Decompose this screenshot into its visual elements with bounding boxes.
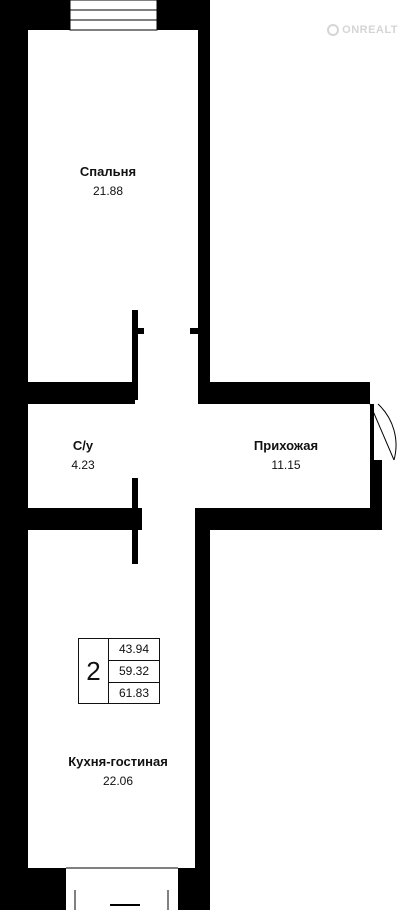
wall-hall-top	[198, 382, 370, 404]
wall-bottom-right	[178, 868, 210, 910]
room-area: 21.88	[92, 184, 124, 198]
wall-bath-top	[0, 382, 135, 404]
room-label-hallway: Прихожая 11.15	[226, 438, 346, 473]
room-name: Прихожая	[253, 438, 319, 453]
room-label-bathroom: С/у 4.23	[48, 438, 118, 473]
watermark-text: ONREALT	[342, 24, 398, 36]
wall-right-kitchen	[195, 530, 210, 910]
wall-top-left	[0, 0, 70, 30]
watermark-logo-icon	[327, 24, 340, 36]
room-label-kitchen-living: Кухня-гостиная 22.06	[48, 754, 188, 789]
wall-hall-bottom	[195, 508, 382, 530]
area-legend: 2 43.94 59.32 61.83	[78, 638, 160, 704]
room-name: Спальня	[79, 164, 137, 179]
room-label-bedroom: Спальня 21.88	[58, 164, 158, 199]
window-top	[69, 0, 158, 31]
room-area: 11.15	[271, 458, 301, 472]
wall-bottom-left	[28, 868, 66, 910]
room-area: 4.23	[71, 458, 95, 472]
living-area: 43.94	[109, 639, 159, 661]
window-bottom	[66, 867, 178, 910]
area-values: 43.94 59.32 61.83	[108, 638, 160, 704]
entrance-door	[369, 403, 397, 461]
rooms-count: 2	[78, 638, 108, 704]
watermark: ONREALT	[327, 24, 398, 36]
total-area: 59.32	[109, 661, 159, 683]
door-jamb-bedroom-right	[190, 328, 198, 334]
room-area: 22.06	[102, 774, 134, 788]
partition-bedroom	[132, 310, 138, 400]
room-name: Кухня-гостиная	[68, 754, 168, 769]
door-jamb-bedroom-left	[138, 328, 144, 334]
room-name: С/у	[72, 438, 94, 453]
partition-bath	[132, 478, 138, 564]
total-area-with-coefficient: 61.83	[118, 686, 150, 700]
wall-bath-bottom	[0, 508, 142, 530]
wall-left	[0, 0, 28, 910]
wall-right-bedroom	[198, 0, 210, 386]
